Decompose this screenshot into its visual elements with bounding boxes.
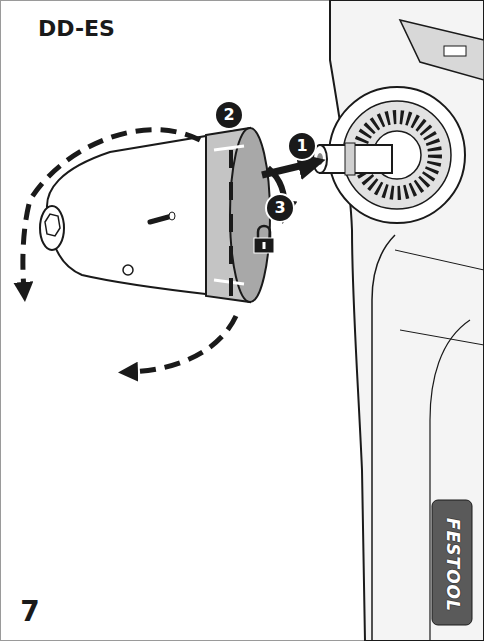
callout-number: 1: [296, 138, 307, 154]
front-face: [329, 87, 465, 223]
nose: [40, 206, 64, 250]
lock-keyhole: [263, 242, 266, 249]
rotation-arrow: [130, 316, 236, 372]
hex-socket: [45, 214, 60, 236]
lock-icon: [254, 238, 274, 253]
rotation-track: [229, 150, 233, 300]
callout-disc: [215, 101, 243, 129]
callout-disc: [266, 194, 294, 222]
spindle-hole: [317, 153, 323, 165]
spindle: [320, 145, 392, 173]
rotation-arrow: [23, 130, 200, 290]
lock-shackle: [258, 226, 270, 238]
grip-pad: [432, 500, 472, 625]
spindle-collar: [345, 143, 355, 175]
switch-housing: [400, 20, 484, 80]
body-edge: [395, 250, 484, 345]
figure-number: 7: [20, 598, 39, 626]
hole: [123, 265, 133, 275]
brand-name: FESTOOL: [444, 518, 461, 612]
callout-number: 2: [223, 107, 234, 123]
callout-disc: [288, 132, 316, 160]
handle-line: [372, 235, 395, 641]
callout-number: 3: [274, 200, 285, 216]
pin-head: [169, 212, 175, 220]
switch: [444, 46, 466, 56]
locking-ring-face: [230, 128, 270, 302]
drill-body: [330, 0, 484, 641]
figure-title: DD-ES: [38, 16, 115, 41]
